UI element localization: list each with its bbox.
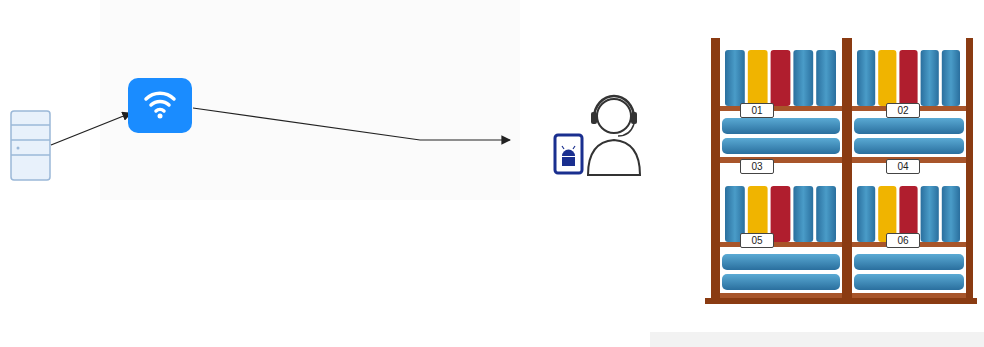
book — [816, 50, 836, 106]
wifi-icon — [128, 78, 192, 133]
shelf-post — [842, 38, 852, 302]
background-panel — [650, 332, 984, 347]
book — [793, 50, 813, 106]
book — [857, 50, 875, 106]
shelf-number: 06 — [897, 236, 908, 246]
shelf-tag: 04 — [886, 159, 920, 174]
book — [722, 138, 840, 154]
arrow-line — [193, 108, 510, 140]
shelf-tag: 01 — [740, 103, 774, 118]
book — [942, 50, 960, 106]
shelf-board — [718, 106, 844, 111]
book — [857, 186, 875, 242]
shelf-number: 01 — [751, 106, 762, 116]
book — [854, 118, 964, 134]
book — [942, 186, 960, 242]
bookshelf — [705, 38, 977, 304]
book — [816, 186, 836, 242]
shelf-tag: 02 — [886, 103, 920, 118]
shelf-tag: 06 — [886, 233, 920, 248]
book — [793, 186, 813, 242]
book — [771, 50, 791, 106]
shelf-post — [966, 38, 973, 302]
shelf-board — [718, 157, 844, 163]
shelf-number: 02 — [897, 106, 908, 116]
shelf-number: 04 — [897, 162, 908, 172]
shelf-board — [718, 242, 844, 247]
arrow-line — [51, 113, 131, 145]
operator-icon — [555, 96, 640, 175]
book — [878, 50, 896, 106]
book — [921, 186, 939, 242]
book — [748, 50, 768, 106]
book — [899, 50, 917, 106]
shelf-tag: 05 — [740, 233, 774, 248]
book — [854, 274, 964, 290]
book — [722, 274, 840, 290]
shelf-number: 03 — [751, 162, 762, 172]
book — [722, 118, 840, 134]
shelf-number: 05 — [751, 236, 762, 246]
book — [722, 254, 840, 270]
book — [854, 138, 964, 154]
shelf-tag: 03 — [740, 159, 774, 174]
shelf-base — [705, 298, 977, 304]
book — [854, 254, 964, 270]
book — [725, 50, 745, 106]
shelf-post — [711, 38, 720, 302]
server-icon — [11, 111, 50, 180]
background-panel — [100, 0, 520, 200]
book — [921, 50, 939, 106]
